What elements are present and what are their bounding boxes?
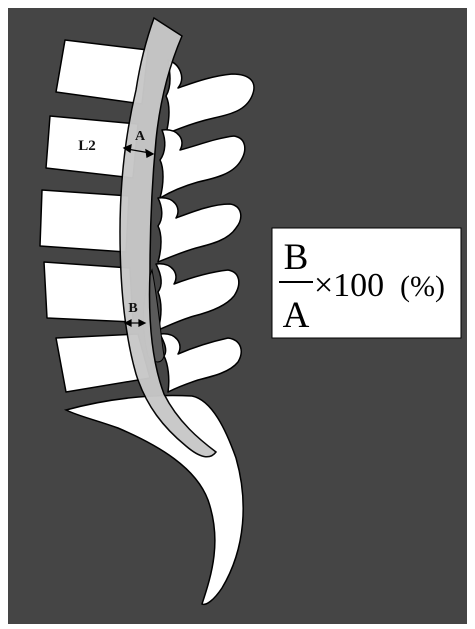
vertebra-label-l2: L2 [78, 138, 96, 154]
vertebral-body-l4 [44, 262, 133, 322]
formula-unit: (%) [400, 270, 445, 303]
formula-box: B A ×100 (%) [272, 228, 461, 338]
vertebral-body-l1 [56, 40, 148, 104]
formula-numerator: B [284, 237, 309, 278]
vertebral-body-l3 [40, 190, 129, 252]
measurement-b-label: B [128, 301, 137, 316]
formula-denominator: A [283, 295, 310, 336]
measurement-a-label: A [135, 129, 146, 144]
formula-multiplier: ×100 [314, 267, 384, 304]
